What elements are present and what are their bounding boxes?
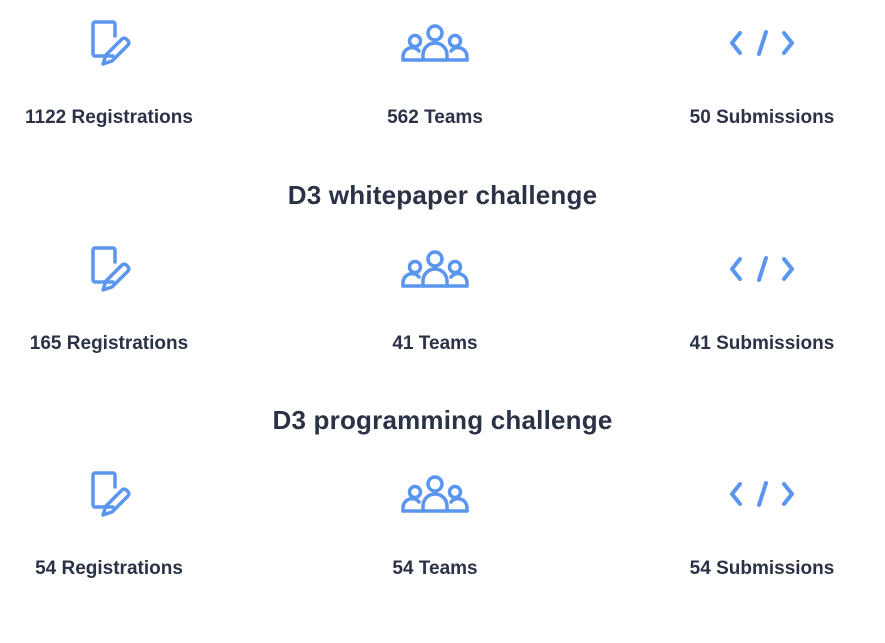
stats-row-overall: 1122 Registrations 562 Teams [0, 12, 885, 142]
code-icon [722, 238, 802, 298]
team-icon [395, 463, 475, 523]
registrations-count: 1122 Registrations [25, 107, 193, 128]
section-title-programming: D3 programming challenge [272, 405, 613, 435]
section-title-whitepaper: D3 whitepaper challenge [287, 180, 598, 210]
team-icon [395, 12, 475, 72]
document-edit-icon [69, 463, 149, 523]
submissions-stat: 41 Submissions [632, 238, 885, 368]
teams-stat: 54 Teams [305, 463, 565, 593]
code-icon [722, 463, 802, 523]
stats-row-programming: 54 Registrations 54 Teams [0, 463, 885, 593]
document-edit-icon [69, 12, 149, 72]
teams-stat: 41 Teams [305, 238, 565, 368]
registrations-stat: 1122 Registrations [0, 12, 239, 142]
stats-row-whitepaper: 165 Registrations 41 Teams [0, 238, 885, 368]
registrations-count: 165 Registrations [29, 333, 189, 354]
team-icon [395, 238, 475, 298]
registrations-stat: 165 Registrations [0, 238, 239, 368]
submissions-count: 50 Submissions [689, 107, 835, 128]
registrations-count: 54 Registrations [35, 558, 183, 579]
submissions-count: 54 Submissions [689, 558, 835, 579]
document-edit-icon [69, 238, 149, 298]
registrations-stat: 54 Registrations [0, 463, 239, 593]
code-icon [722, 12, 802, 72]
teams-count: 54 Teams [392, 558, 478, 579]
teams-count: 562 Teams [387, 107, 483, 128]
submissions-count: 41 Submissions [689, 333, 835, 354]
teams-stat: 562 Teams [305, 12, 565, 142]
teams-count: 41 Teams [392, 333, 478, 354]
submissions-stat: 50 Submissions [632, 12, 885, 142]
submissions-stat: 54 Submissions [632, 463, 885, 593]
